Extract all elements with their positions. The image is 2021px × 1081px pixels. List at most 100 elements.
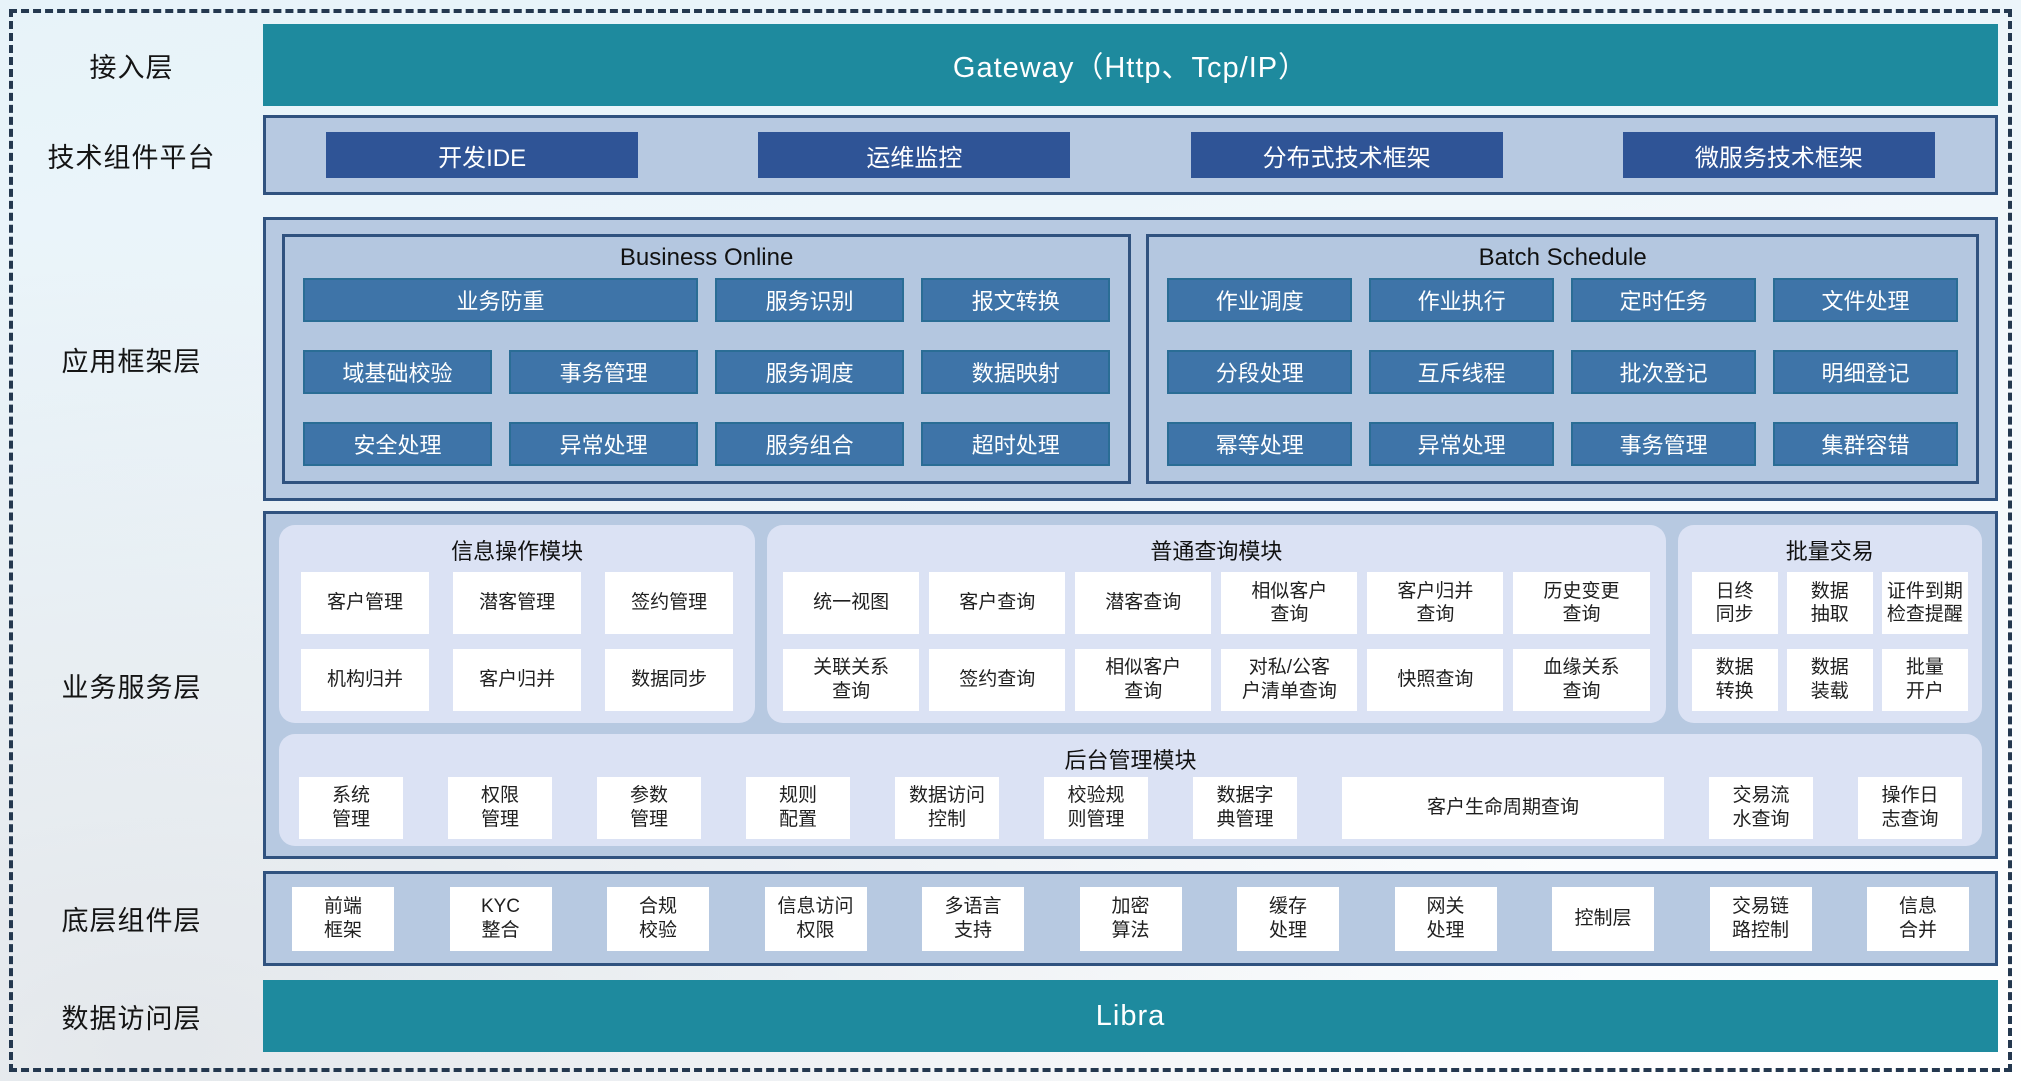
gateway-label: Gateway（Http、Tcp/IP）	[952, 52, 1309, 84]
layer-label-tech-platform: 技术组件平台	[47, 142, 216, 173]
chip: 控制层	[1552, 886, 1654, 951]
chip: 信息访问 权限	[764, 886, 867, 951]
admin-module-title: 后台管理模块	[1064, 748, 1197, 773]
block: 服务调度	[715, 350, 905, 394]
chip: 血缘关系 查询	[1513, 648, 1650, 711]
chip: 批量 开户	[1881, 648, 1968, 711]
block: 作业执行	[1369, 278, 1555, 322]
chip: 客户管理	[301, 572, 430, 634]
data-access-row: 数据访问层 Libra	[0, 980, 2021, 1052]
libra-label: Libra	[1095, 999, 1166, 1032]
chip: 潜客管理	[453, 572, 582, 634]
chip: 系统 管理	[299, 777, 403, 839]
block: 超时处理	[921, 422, 1111, 466]
business-online-title: Business Online	[619, 244, 794, 271]
chip: 证件到期 检查提醒	[1881, 572, 1968, 635]
chip: 数据访问 控制	[895, 777, 999, 839]
app-framework-row: 应用框架层 Business Online 业务防重 服务识别 报文转换 域基础…	[0, 217, 2021, 501]
batch-schedule-grid: 作业调度 作业执行 定时任务 文件处理 分段处理 互斥线程 批次登记 明细登记 …	[1149, 276, 1976, 481]
chip: 客户归并 查询	[1367, 572, 1504, 635]
info-operation-title: 信息操作模块	[451, 539, 584, 564]
chip: 参数 管理	[597, 777, 701, 839]
block: 批次登记	[1571, 350, 1757, 394]
layer-label-app-framework: 应用框架层	[61, 346, 202, 377]
block: 异常处理	[509, 422, 699, 466]
chip: 客户归并	[453, 649, 582, 711]
block: 明细登记	[1773, 350, 1958, 394]
chip: 潜客查询	[1075, 572, 1212, 635]
layer-label-access: 接入层	[89, 52, 174, 83]
app-framework-container: Business Online 业务防重 服务识别 报文转换 域基础校验 事务管…	[263, 217, 1998, 501]
chip: 快照查询	[1367, 648, 1504, 711]
libra-bar: Libra	[263, 980, 1998, 1052]
layer-label-business-service: 业务服务层	[61, 672, 202, 703]
batch-schedule-panel: Batch Schedule 作业调度 作业执行 定时任务 文件处理 分段处理 …	[1146, 234, 1979, 484]
info-operation-panel: 信息操作模块 客户管理 潜客管理 签约管理 机构归并 客户归并 数据同步	[279, 525, 756, 723]
chip: 机构归并	[301, 649, 430, 711]
chip: 交易链 路控制	[1709, 886, 1812, 951]
block: 集群容错	[1773, 422, 1958, 466]
general-query-grid: 统一视图 客户查询 潜客查询 相似客户 查询 客户归并 查询 历史变更 查询 关…	[767, 568, 1665, 723]
block: 域基础校验	[303, 350, 493, 394]
block: 文件处理	[1773, 278, 1958, 322]
layer-label-data-access: 数据访问层	[61, 1003, 202, 1034]
chip-customer-lifecycle-query: 客户生命周期查询	[1342, 777, 1664, 839]
chip: 网关 处理	[1394, 886, 1497, 951]
chip: 数据字 典管理	[1193, 777, 1297, 839]
business-online-grid: 业务防重 服务识别 报文转换 域基础校验 事务管理 服务调度 数据映射 安全处理…	[285, 276, 1128, 481]
chip: 客户查询	[929, 572, 1066, 635]
tech-platform-container: 开发IDE 运维监控 分布式技术框架 微服务技术框架	[263, 115, 1998, 195]
chip: 数据 装载	[1786, 648, 1873, 711]
block: 报文转换	[921, 278, 1111, 322]
business-service-top-panels: 信息操作模块 客户管理 潜客管理 签约管理 机构归并 客户归并 数据同步	[279, 525, 1982, 723]
block-dev-ide: 开发IDE	[326, 132, 639, 178]
block: 异常处理	[1369, 422, 1555, 466]
chip: 前端 框架	[292, 886, 394, 951]
info-operation-grid: 客户管理 潜客管理 签约管理 机构归并 客户归并 数据同步	[279, 568, 755, 723]
block: 服务组合	[715, 422, 905, 466]
chip: 历史变更 查询	[1513, 572, 1650, 635]
chip: 相似客户 查询	[1221, 572, 1358, 635]
layer-rows: 接入层 Gateway（Http、Tcp/IP） 技术组件平台 开发IDE 运维…	[0, 24, 2021, 1052]
chip: 数据同步	[605, 649, 734, 711]
chip: KYC 整合	[449, 886, 552, 951]
general-query-panel: 普通查询模块 统一视图 客户查询 潜客查询 相似客户 查询 客户归并 查询 历史…	[767, 525, 1666, 723]
block: 事务管理	[509, 350, 699, 394]
chip: 数据 转换	[1691, 648, 1778, 711]
block: 作业调度	[1167, 278, 1353, 322]
admin-module-panel: 后台管理模块 系统 管理 权限 管理 参数 管理 规则 配置 数据访问 控制 校…	[279, 734, 1982, 846]
general-query-title: 普通查询模块	[1150, 539, 1283, 564]
chip: 签约查询	[929, 648, 1066, 711]
chip: 加密 算法	[1079, 886, 1182, 951]
admin-module-grid: 系统 管理 权限 管理 参数 管理 规则 配置 数据访问 控制 校验规 则管理 …	[279, 777, 1982, 851]
gateway-bar: Gateway（Http、Tcp/IP）	[263, 24, 1998, 106]
block: 分段处理	[1167, 350, 1353, 394]
chip: 关联关系 查询	[783, 648, 920, 711]
bottom-components-container: 前端 框架 KYC 整合 合规 校验 信息访问 权限 多语言 支持 加密 算法 …	[263, 871, 1998, 966]
chip: 交易流 水查询	[1709, 777, 1813, 839]
batch-schedule-title: Batch Schedule	[1478, 244, 1647, 271]
bottom-components-row: 底层组件层 前端 框架 KYC 整合 合规 校验 信息访问 权限 多语言 支持 …	[0, 871, 2021, 966]
tech-platform-row: 技术组件平台 开发IDE 运维监控 分布式技术框架 微服务技术框架	[0, 115, 2021, 195]
chip: 信息 合并	[1867, 886, 1969, 951]
batch-trade-panel: 批量交易 日终 同步 数据 抽取 证件到期 检查提醒 数据 转换 数据 装载 批…	[1677, 525, 1982, 723]
chip: 相似客户 查询	[1075, 648, 1212, 711]
block: 事务管理	[1571, 422, 1757, 466]
chip: 日终 同步	[1691, 572, 1778, 635]
block: 互斥线程	[1369, 350, 1555, 394]
chip: 规则 配置	[746, 777, 850, 839]
block-microservice-framework: 微服务技术框架	[1622, 132, 1935, 178]
batch-trade-title: 批量交易	[1785, 539, 1874, 564]
block: 数据映射	[921, 350, 1111, 394]
chip: 操作日 志查询	[1858, 777, 1962, 839]
chip: 数据 抽取	[1786, 572, 1873, 635]
chip: 校验规 则管理	[1044, 777, 1148, 839]
batch-trade-grid: 日终 同步 数据 抽取 证件到期 检查提醒 数据 转换 数据 装载 批量 开户	[1678, 568, 1982, 723]
block: 安全处理	[303, 422, 493, 466]
block: 业务防重	[303, 278, 699, 322]
chip: 对私/公客 户清单查询	[1221, 648, 1358, 711]
business-online-panel: Business Online 业务防重 服务识别 报文转换 域基础校验 事务管…	[282, 234, 1132, 484]
layer-label-bottom-components: 底层组件层	[61, 906, 202, 936]
block-ops-monitoring: 运维监控	[758, 132, 1071, 178]
